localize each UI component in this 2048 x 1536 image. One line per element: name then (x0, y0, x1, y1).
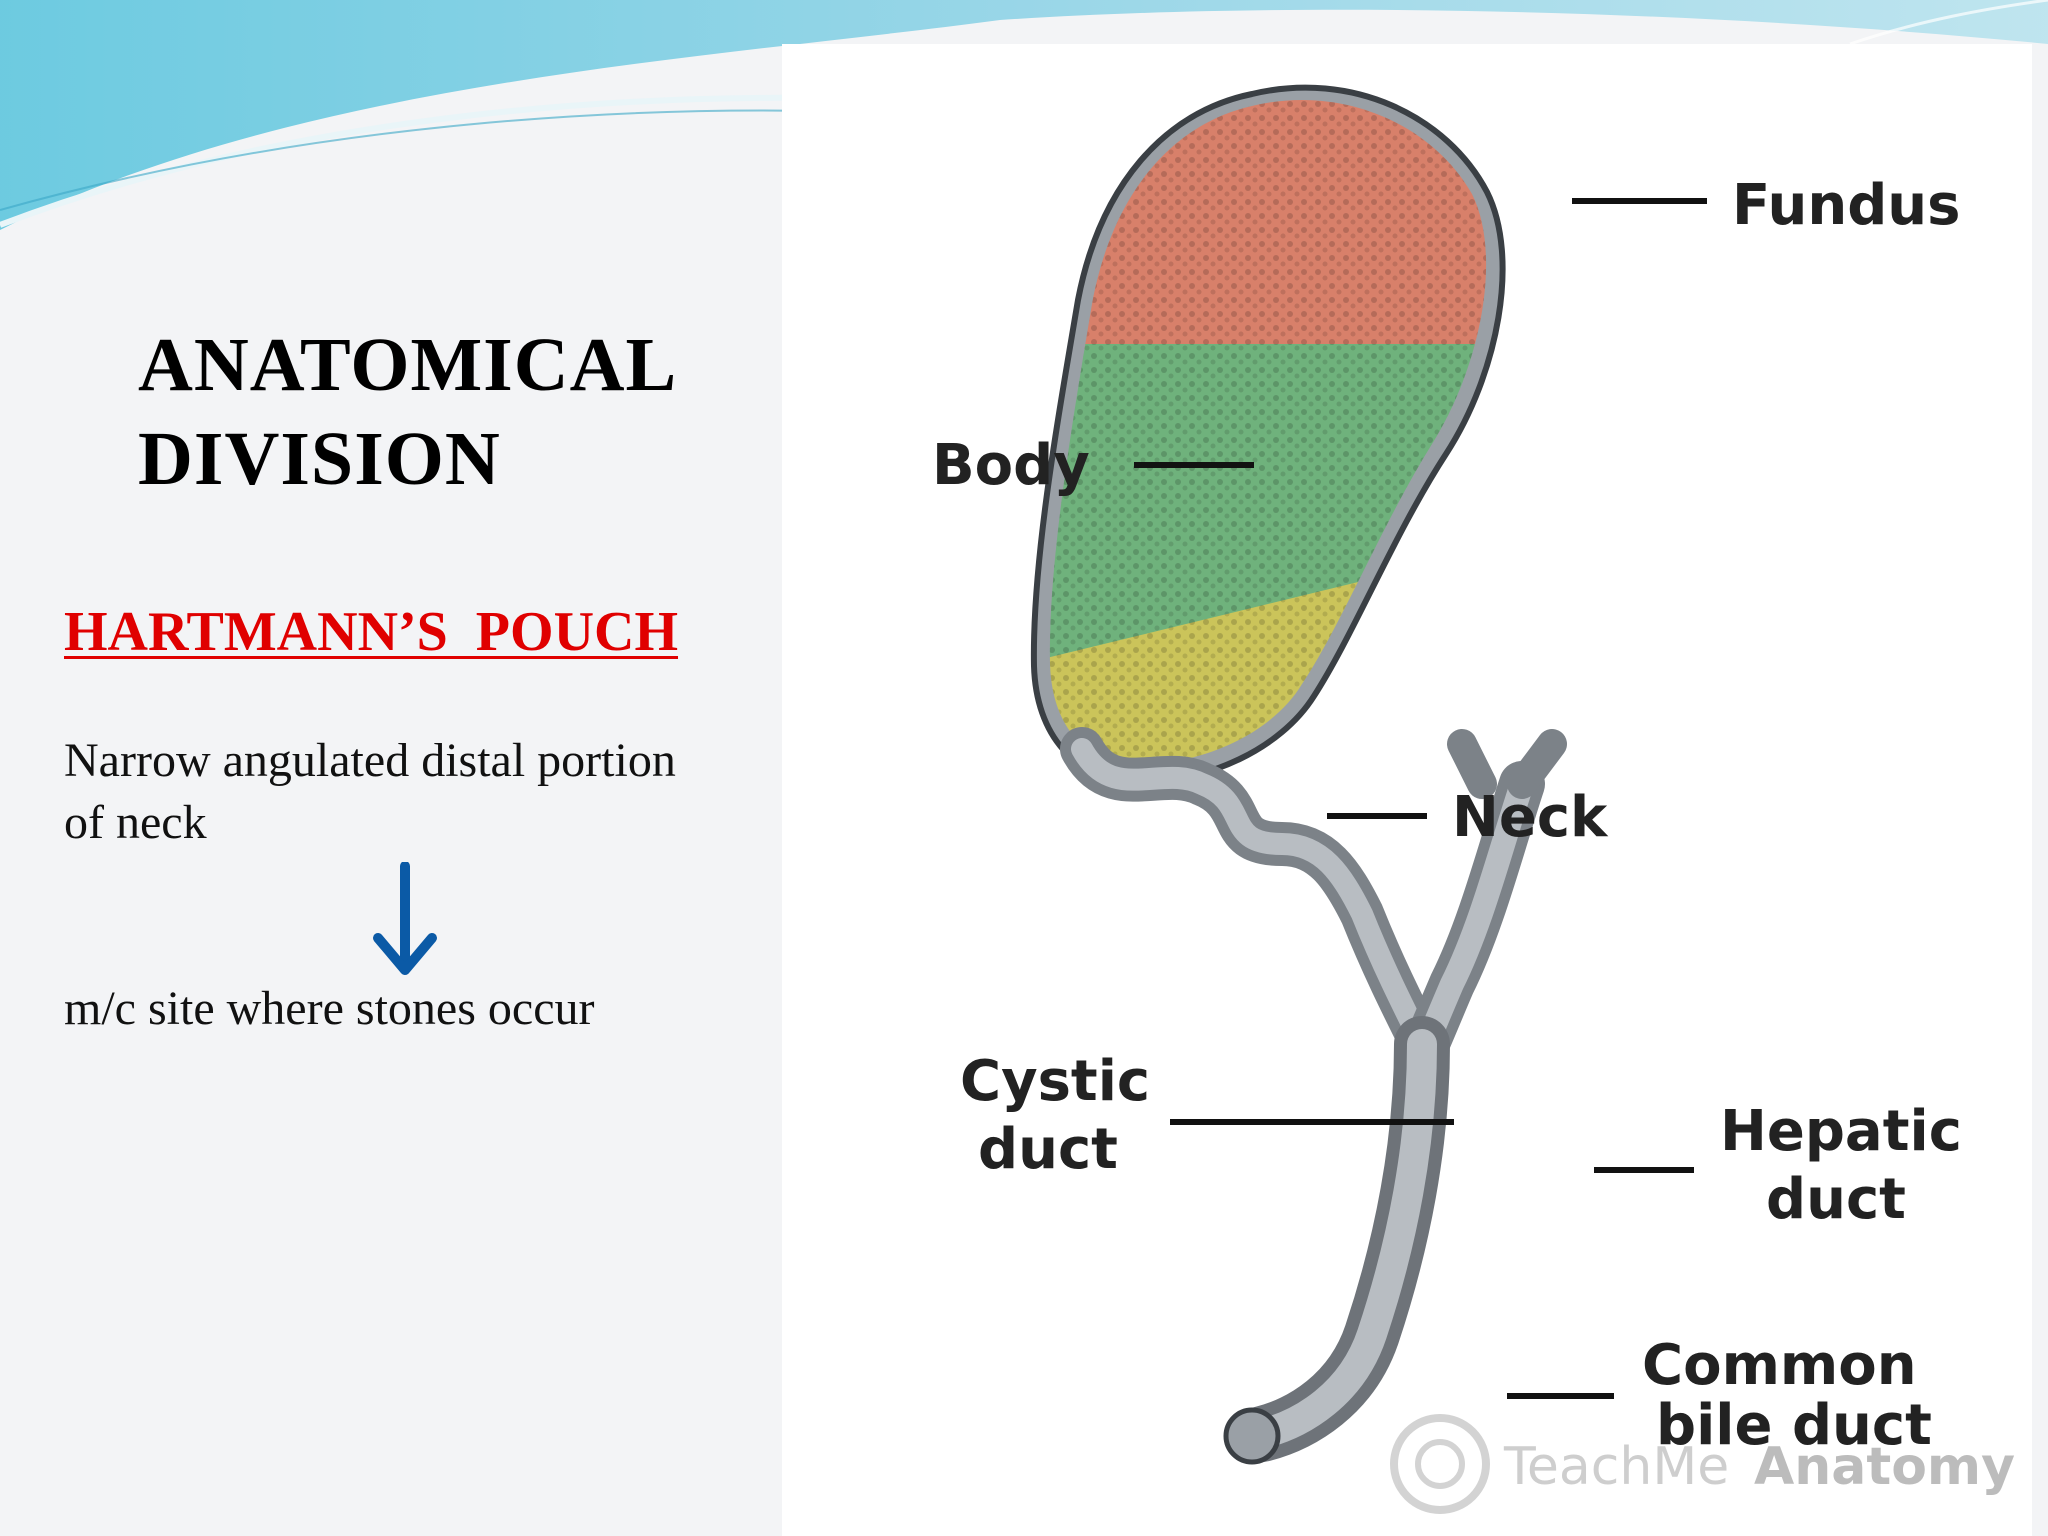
title-line-2: DIVISION (138, 417, 501, 501)
hartmanns-pouch-heading: HARTMANN’S POUCH (64, 601, 679, 663)
slide-title: ANATOMICAL DIVISION (138, 318, 677, 506)
gallbladder-figure: Fundus Body Neck Cystic duct Hepatic duc… (782, 44, 2032, 1536)
hepatic-duct-label-2: duct (1766, 1167, 1906, 1232)
watermark-bold: Anatomy (1754, 1437, 2015, 1497)
duct-end-section (1223, 1407, 1281, 1465)
common-bile-duct-label-2: bile duct (1656, 1393, 1932, 1458)
cystic-duct-label-2: duct (978, 1117, 1118, 1182)
watermark-light: TeachMe (1503, 1437, 1729, 1497)
fundus-label: Fundus (1732, 173, 1960, 238)
title-line-1: ANATOMICAL (138, 323, 678, 407)
pouch-description: Narrow angulated distal portion of neck (64, 734, 676, 849)
neck-label: Neck (1452, 785, 1609, 850)
hepatic-duct-label-1: Hepatic (1720, 1099, 1962, 1164)
teachmeanatomy-watermark: TeachMe Anatomy (1390, 1414, 2015, 1514)
body-label: Body (932, 433, 1090, 498)
gallbladder-diagram: Fundus Body Neck Cystic duct Hepatic duc… (932, 84, 2015, 1514)
cystic-duct-label-1: Cystic (960, 1049, 1150, 1114)
down-arrow-icon (373, 862, 437, 975)
stone-site-text: m/c site where stones occur (64, 982, 595, 1035)
common-bile-duct-label-1: Common (1642, 1333, 1917, 1398)
cystic-duct (1060, 727, 1444, 1066)
